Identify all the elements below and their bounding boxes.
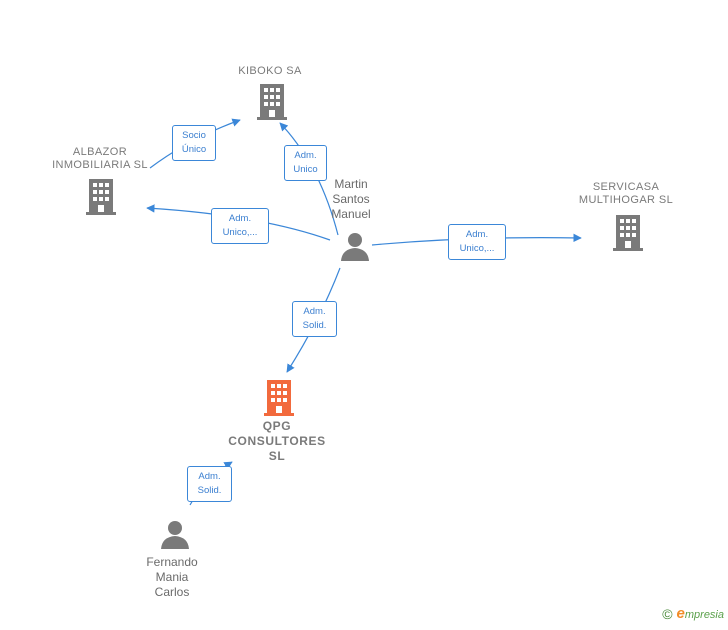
edge-label-line: Unico,... xyxy=(222,227,258,238)
company-label-qpg[interactable]: QPG CONSULTORES SL xyxy=(222,419,332,464)
person-name-line: Fernando xyxy=(146,555,198,569)
company-label-kiboko[interactable]: KIBOKO SA xyxy=(220,65,320,78)
edge-label-socio-unico[interactable]: Socio Único xyxy=(172,125,216,161)
building-icon[interactable] xyxy=(257,84,287,120)
edge-label-adm-unico-albazor[interactable]: Adm. Unico,... xyxy=(211,208,269,244)
copyright-icon: © xyxy=(662,605,673,622)
company-name-line: CONSULTORES xyxy=(228,434,326,448)
edge-label-line: Único xyxy=(181,144,207,155)
company-name-line: INMOBILIARIA SL xyxy=(52,159,148,171)
person-icon[interactable] xyxy=(340,231,370,261)
person-label-fernando[interactable]: Fernando Mania Carlos xyxy=(132,555,212,600)
edge-label-line: Solid. xyxy=(302,320,327,331)
edge-label-line: Adm. xyxy=(198,471,221,482)
edge-label-line: Adm. xyxy=(303,306,326,317)
company-name-line: ALBAZOR xyxy=(72,146,128,158)
building-icon[interactable] xyxy=(86,179,116,215)
edge-label-line: Unico,... xyxy=(459,243,495,254)
brand-wordmark: empresia xyxy=(676,605,724,622)
company-label-albazor[interactable]: ALBAZOR INMOBILIARIA SL xyxy=(40,146,160,172)
brand-logo: © empresia xyxy=(662,605,724,622)
company-name-line: SERVICASA xyxy=(592,181,660,193)
person-name-line: Mania xyxy=(155,570,189,584)
person-name-line: Santos xyxy=(332,192,370,206)
edge-label-line: Socio xyxy=(182,130,206,141)
company-name-line: MULTIHOGAR SL xyxy=(578,194,674,206)
edge-label-line: Adm. xyxy=(294,150,317,161)
edge-label-adm-solid-qpg[interactable]: Adm. Solid. xyxy=(292,301,337,337)
person-name-line: Manuel xyxy=(331,207,371,221)
edge-label-line: Adm. xyxy=(228,213,252,224)
company-name[interactable]: KIBOKO SA xyxy=(238,65,302,77)
edge-label-line: Solid. xyxy=(197,485,222,496)
building-icon[interactable] xyxy=(613,215,643,251)
person-icon[interactable] xyxy=(160,519,190,549)
person-label-martin[interactable]: Martin Santos Manuel xyxy=(311,177,391,222)
building-icon-highlighted[interactable] xyxy=(264,380,294,416)
edge-label-line: Adm. xyxy=(465,229,489,240)
company-name-line: SL xyxy=(268,449,286,463)
edge-label-line: Unico xyxy=(293,164,318,175)
edge-label-adm-unico-servicasa[interactable]: Adm. Unico,... xyxy=(448,224,506,260)
edge-label-adm-solid-fernando[interactable]: Adm. Solid. xyxy=(187,466,232,502)
person-name-line: Martin xyxy=(334,177,368,191)
edge-label-adm-unico-kiboko[interactable]: Adm. Unico xyxy=(284,145,327,181)
company-label-servicasa[interactable]: SERVICASA MULTIHOGAR SL xyxy=(566,181,686,207)
person-name-line: Carlos xyxy=(154,585,190,599)
company-name-line: QPG xyxy=(262,419,292,433)
